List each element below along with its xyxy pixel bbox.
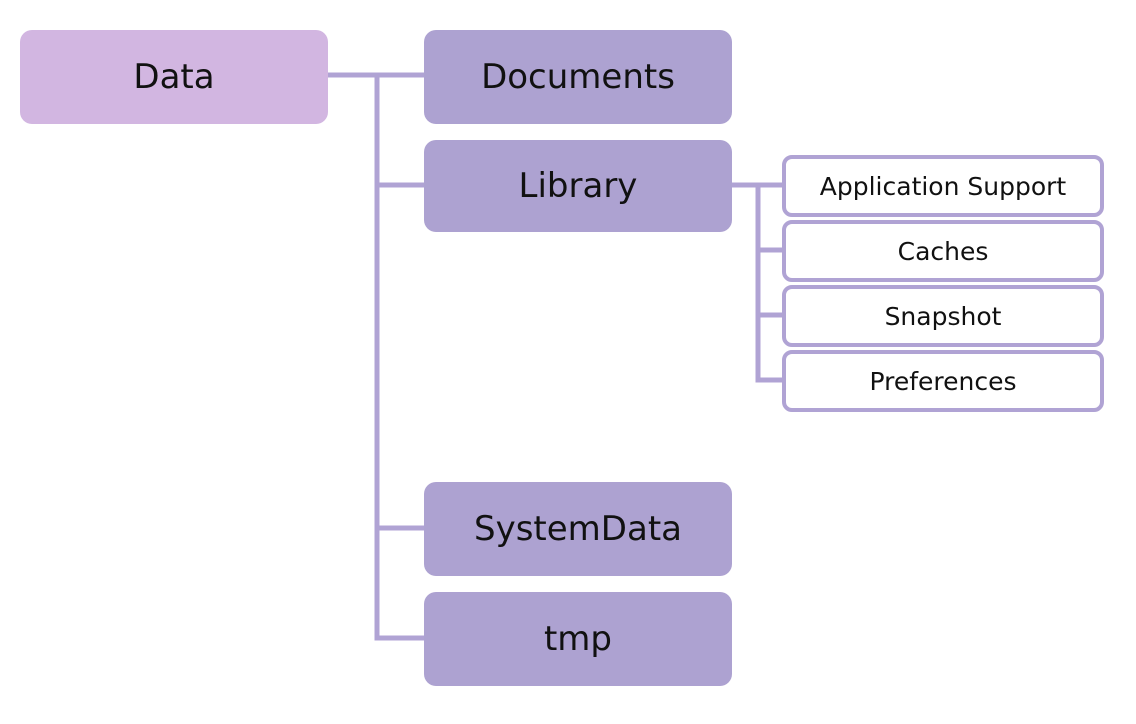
node-systemdata-label: SystemData bbox=[474, 509, 682, 549]
node-library-label: Library bbox=[518, 166, 638, 206]
node-tmp: tmp bbox=[424, 592, 732, 686]
node-preferences: Preferences bbox=[782, 350, 1104, 412]
node-systemdata: SystemData bbox=[424, 482, 732, 576]
node-snapshot-label: Snapshot bbox=[884, 301, 1002, 331]
node-data-root: Data bbox=[20, 30, 328, 124]
node-library: Library bbox=[424, 140, 732, 232]
node-documents: Documents bbox=[424, 30, 732, 124]
node-data-label: Data bbox=[133, 57, 215, 97]
node-caches-label: Caches bbox=[897, 236, 989, 266]
node-tmp-label: tmp bbox=[543, 619, 613, 659]
node-application-support-label: Application Support bbox=[819, 171, 1067, 201]
node-snapshot: Snapshot bbox=[782, 285, 1104, 347]
node-caches: Caches bbox=[782, 220, 1104, 282]
node-documents-label: Documents bbox=[481, 57, 675, 97]
node-application-support: Application Support bbox=[782, 155, 1104, 217]
node-preferences-label: Preferences bbox=[869, 366, 1017, 396]
